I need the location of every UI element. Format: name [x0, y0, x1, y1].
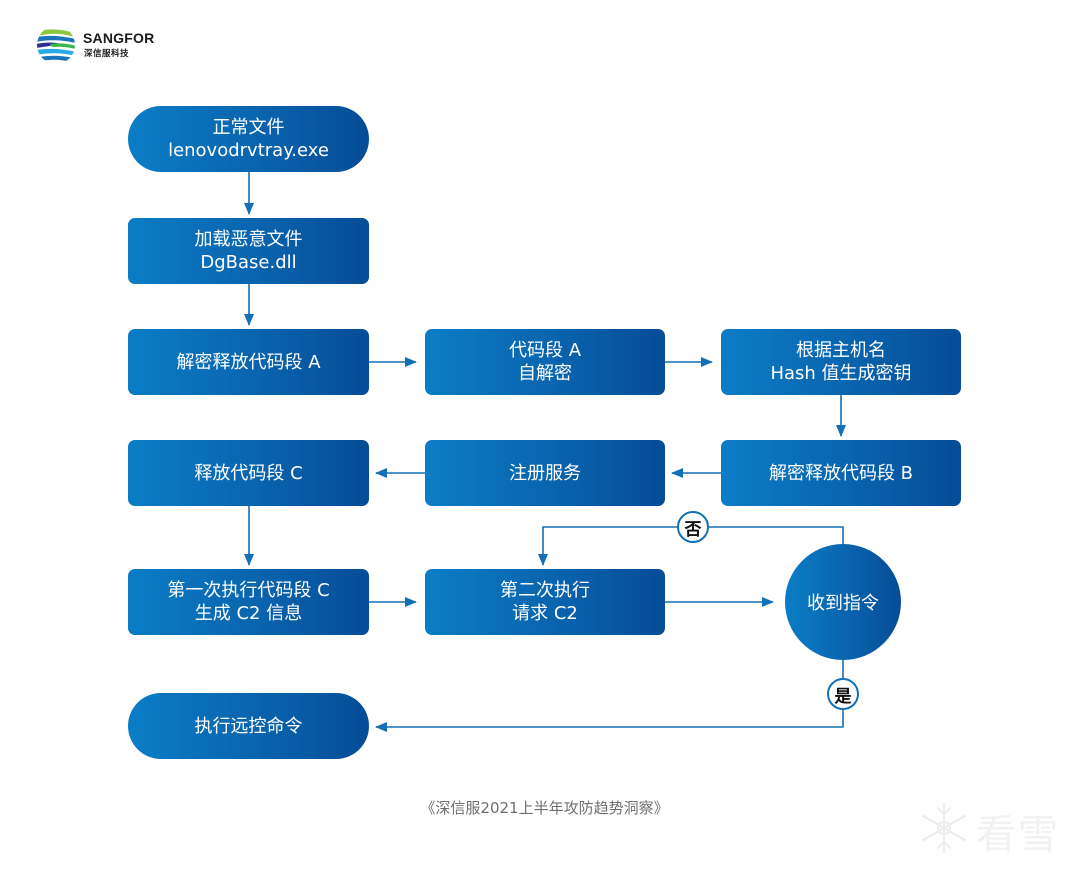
- node-label: 生成 C2 信息: [194, 603, 303, 624]
- node-register-service: 注册服务: [425, 440, 665, 506]
- kanxue-watermark: 看雪: [918, 800, 1068, 858]
- node-label: 注册服务: [509, 462, 581, 484]
- decision-label: 收到指令: [807, 593, 879, 614]
- node-first-execution: 第一次执行代码段 C 生成 C2 信息: [128, 569, 369, 635]
- node-label: 第一次执行代码段 C: [167, 580, 330, 601]
- node-label: 自解密: [518, 363, 572, 384]
- node-load-malicious-file: 加载恶意文件 DgBase.dll: [128, 218, 369, 284]
- snowflake-icon: [921, 802, 967, 854]
- sangfor-logo: SANGFOR 深信服科技: [36, 25, 166, 65]
- node-generate-key: 根据主机名 Hash 值生成密钥: [721, 329, 961, 395]
- node-label: 请求 C2: [512, 603, 578, 624]
- node-decrypt-segment-b: 解密释放代码段 B: [721, 440, 961, 506]
- node-label: 正常文件: [212, 117, 285, 138]
- figure-caption: 《深信服2021上半年攻防趋势洞察》: [420, 799, 669, 817]
- node-label: 释放代码段 C: [194, 462, 303, 484]
- node-segment-a-self-decrypt: 代码段 A 自解密: [425, 329, 665, 395]
- node-label: 加载恶意文件: [194, 229, 303, 250]
- node-label: lenovodrvtray.exe: [168, 140, 329, 161]
- node-label: DgBase.dll: [200, 252, 297, 273]
- badge-label: 否: [684, 519, 702, 540]
- node-label: 第二次执行: [500, 580, 590, 601]
- node-label: 解密释放代码段 A: [176, 351, 321, 373]
- node-execute-remote-command: 执行远控命令: [128, 693, 369, 759]
- badge-yes: 是: [827, 678, 859, 710]
- node-label: 解密释放代码段 B: [768, 462, 914, 484]
- node-normal-file: 正常文件 lenovodrvtray.exe: [128, 106, 369, 172]
- node-label: 执行远控命令: [194, 715, 303, 737]
- watermark-text: 看雪: [976, 812, 1060, 858]
- logo-subtitle: 深信服科技: [84, 49, 130, 59]
- badge-no: 否: [677, 511, 709, 543]
- node-release-segment-c: 释放代码段 C: [128, 440, 369, 506]
- badge-label: 是: [834, 686, 852, 707]
- globe-icon: [37, 26, 75, 64]
- decision-received-command: 收到指令: [785, 544, 901, 660]
- arrow-yes-to-exec-remote: [375, 660, 844, 732]
- node-second-execution: 第二次执行 请求 C2: [425, 569, 665, 635]
- node-decrypt-segment-a: 解密释放代码段 A: [128, 329, 369, 395]
- node-label: 代码段 A: [508, 340, 582, 361]
- node-label: 根据主机名: [796, 340, 886, 361]
- node-label: Hash 值生成密钥: [770, 363, 912, 384]
- logo-brand: SANGFOR: [83, 30, 155, 46]
